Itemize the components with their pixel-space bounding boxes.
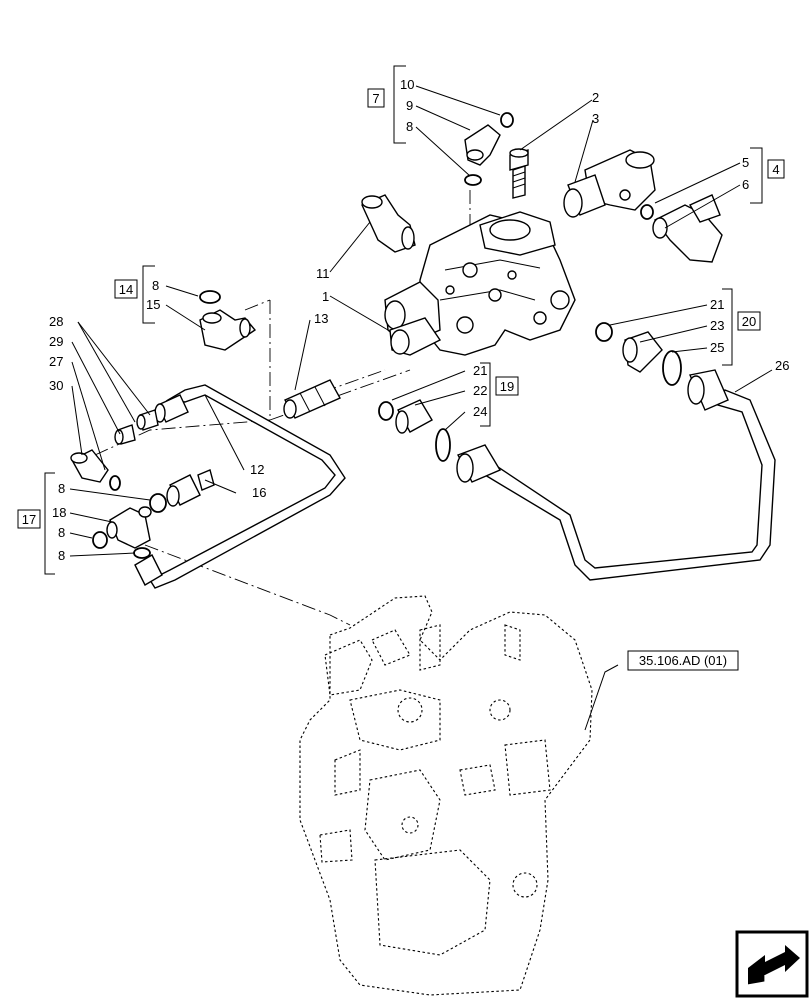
- group-box-20: 20: [737, 311, 761, 331]
- group-box-14: 14: [114, 279, 138, 299]
- label-9: 9: [406, 98, 413, 113]
- label-21-group20: 21: [710, 297, 724, 312]
- label-21-group19: 21: [473, 363, 487, 378]
- parts-28-30: [70, 409, 159, 491]
- leader-lines: [69, 85, 773, 731]
- part-labels: 10 9 8 2 3 5 6 11 1 8 15 13 28 29 27 30 …: [49, 77, 789, 563]
- label-26: 26: [775, 358, 789, 373]
- group-19-parts: [378, 399, 451, 462]
- label-3: 3: [592, 111, 599, 126]
- group-14-parts: [199, 290, 257, 351]
- group-brackets: [44, 65, 763, 575]
- label-2: 2: [592, 90, 599, 105]
- group-box-7: 7: [367, 88, 385, 108]
- label-8-group17b: 8: [58, 525, 65, 540]
- label-18: 18: [52, 505, 66, 520]
- group-box-17: 17: [17, 509, 41, 529]
- label-27: 27: [49, 354, 63, 369]
- label-28: 28: [49, 314, 63, 329]
- part-bolt: [509, 148, 529, 199]
- valve-block: [384, 211, 576, 356]
- reference-label[interactable]: 35.106.AD (01): [639, 653, 727, 668]
- group-label-14: 14: [119, 282, 133, 297]
- group-label-17: 17: [22, 512, 36, 527]
- label-10: 10: [400, 77, 414, 92]
- reference-box[interactable]: 35.106.AD (01): [627, 650, 739, 671]
- group-17-parts: [92, 469, 215, 559]
- next-page-arrow-icon[interactable]: [735, 930, 809, 998]
- part-13: [283, 379, 341, 419]
- label-30: 30: [49, 378, 63, 393]
- part-cap: [640, 194, 723, 263]
- label-15: 15: [146, 297, 160, 312]
- label-6: 6: [742, 177, 749, 192]
- label-1: 1: [322, 289, 329, 304]
- label-25: 25: [710, 340, 724, 355]
- group-label-20: 20: [742, 314, 756, 329]
- group-label-7: 7: [372, 91, 379, 106]
- label-13: 13: [314, 311, 328, 326]
- label-29: 29: [49, 334, 63, 349]
- group-20-parts: [595, 322, 682, 386]
- label-11: 11: [316, 266, 330, 281]
- pump-outline: [299, 595, 593, 996]
- label-8-group7: 8: [406, 119, 413, 134]
- group-label-19: 19: [500, 379, 514, 394]
- part-elbow-11: [361, 194, 416, 253]
- group-box-19: 19: [495, 376, 519, 396]
- label-8-group17c: 8: [58, 548, 65, 563]
- label-8-group14: 8: [152, 278, 159, 293]
- label-24: 24: [473, 404, 487, 419]
- label-5: 5: [742, 155, 749, 170]
- group-label-4: 4: [772, 162, 779, 177]
- label-16: 16: [252, 485, 266, 500]
- group-box-4: 4: [767, 159, 785, 179]
- part-fitting-3: [563, 149, 656, 218]
- label-22: 22: [473, 383, 487, 398]
- pipe-26: [456, 369, 776, 581]
- part-elbow-9: [464, 112, 514, 186]
- label-8-group17a: 8: [58, 481, 65, 496]
- label-12: 12: [250, 462, 264, 477]
- label-23: 23: [710, 318, 724, 333]
- pipe-12: [134, 384, 346, 589]
